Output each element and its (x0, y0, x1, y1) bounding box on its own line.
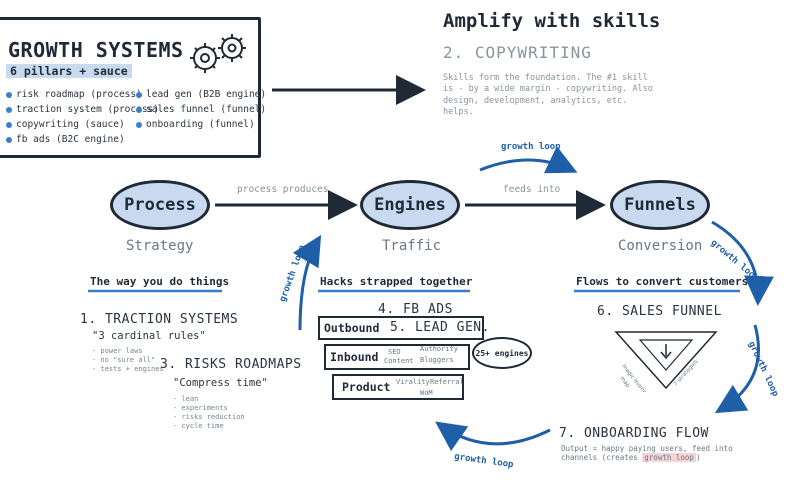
engines-sublabel: Traffic (382, 238, 442, 254)
product-label: Product (342, 380, 391, 394)
process-heading: The way you do things (90, 275, 230, 288)
funnels-node: Funnels (610, 180, 710, 230)
outbound-label: Outbound (324, 321, 380, 335)
funnels-sublabel: Conversion (618, 238, 703, 254)
engines-heading: Hacks strapped together (320, 275, 473, 288)
risks-item: - experiments (173, 404, 228, 412)
growth-loop-highlight: growth loop (642, 453, 696, 462)
amplify-title: Amplify with skills (443, 10, 661, 32)
funnel-triangle (614, 331, 718, 390)
onboarding-desc-line: channels (creates growth loop) (561, 453, 701, 462)
bullet-dot-icon (6, 106, 12, 113)
summary-bullet: onboarding (funnel) (136, 119, 255, 130)
loop-arrow-top (479, 146, 578, 174)
traction-item: - power laws (92, 347, 143, 355)
funnel-inner-triangle (638, 339, 694, 371)
product-tag: WoM (420, 389, 433, 397)
bullet-dot-icon (136, 106, 142, 113)
risks-item: - cycle time (173, 422, 224, 430)
inbound-tag: SEO (388, 348, 401, 356)
product-tag: Referral (430, 378, 464, 386)
inbound-box (324, 344, 470, 370)
loop-arrow-right-upper (711, 220, 774, 306)
risks-roadmaps-title: 3. RISKS ROADMAPS (160, 357, 302, 372)
summary-bullet: copywriting (sauce) (6, 119, 125, 130)
bullet-dot-icon (136, 121, 142, 128)
inbound-tag: Authority (420, 345, 458, 353)
engines-count-oval: 25+ engines (472, 337, 532, 369)
growth-loop-label: growth loop (501, 142, 561, 152)
engines-node: Engines (360, 180, 460, 230)
traction-item: - no "sure all" (92, 356, 156, 364)
loop-arrow-left (292, 234, 322, 331)
traction-systems-title: 1. TRACTION SYSTEMS (80, 312, 239, 327)
copywriting-title: 2. COPYWRITING (443, 43, 592, 62)
process-node: Process (110, 180, 210, 230)
lead-gen-title: 5. LEAD GEN. (390, 320, 490, 335)
risks-item: - lean (173, 395, 199, 403)
summary-title: GROWTH SYSTEMS (8, 38, 184, 62)
onboarding-desc-line: Output = happy paying users, feed into (561, 444, 733, 453)
onboarding-flow-title: 7. ONBOARDING FLOW (559, 426, 709, 441)
funnels-heading: Flows to convert customers (576, 275, 749, 288)
edge-label-process-produces: process produces (237, 184, 329, 195)
loop-arrow-right-lower (714, 324, 760, 414)
risks-item: - risks reduction (173, 413, 245, 421)
bullet-dot-icon (6, 121, 12, 128)
process-sublabel: Strategy (126, 238, 194, 254)
inbound-tag: Bloggers (420, 356, 454, 364)
onboarding-description: Output = happy paying users, feed into c… (561, 444, 733, 462)
product-box (332, 374, 464, 400)
inbound-label: Inbound (330, 350, 379, 364)
summary-bullet: traction system (process) (6, 104, 159, 115)
funnel-diagram: magic moments map 7 strategies (614, 331, 718, 392)
copywriting-description: Skills form the foundation. The #1 skill… (443, 73, 653, 118)
sales-funnel-title: 6. SALES FUNNEL (597, 304, 722, 319)
chevron-down-icon (660, 344, 672, 360)
bullet-dot-icon (6, 136, 12, 143)
bullet-dot-icon (6, 91, 12, 98)
outbound-box (318, 316, 484, 340)
summary-bullet: sales funnel (funnel) (136, 104, 266, 115)
bullet-dot-icon (136, 91, 142, 98)
fb-ads-title: 4. FB ADS (378, 302, 453, 317)
summary-subtitle: 6 pillars + sauce (6, 64, 132, 78)
edge-label-feeds-into: feeds into (503, 184, 561, 195)
traction-quote: "3 cardinal rules" (92, 330, 206, 342)
inbound-tag: Content (384, 357, 414, 365)
traction-item: - tests + engines (92, 365, 164, 373)
summary-bullet: lead gen (B2B engine) (136, 89, 266, 100)
product-tag: Virality (396, 378, 430, 386)
gears-icon (190, 34, 246, 73)
summary-bullet: risk roadmap (process) (6, 89, 142, 100)
summary-box (0, 17, 261, 158)
summary-bullet: fb ads (B2C engine) (6, 134, 125, 145)
loop-arrow-bottom (435, 421, 551, 452)
funnel-right-label: 7 strategies (673, 359, 699, 387)
risks-quote: "Compress time" (173, 377, 268, 389)
